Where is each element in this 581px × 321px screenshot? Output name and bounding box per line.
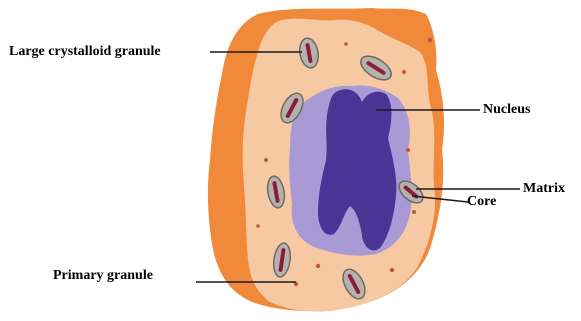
small-granule [402, 70, 406, 74]
small-granule [344, 42, 348, 46]
small-granule [390, 268, 394, 272]
nucleus-label: Nucleus [483, 102, 530, 118]
small-granule [428, 38, 432, 42]
primary-granule-label: Primary granule [53, 268, 153, 284]
small-granule [406, 148, 410, 152]
matrix-label: Matrix [523, 181, 565, 197]
small-granule [264, 158, 268, 162]
core-label: Core [467, 194, 496, 210]
small-granule [316, 264, 320, 268]
large-crystalloid-granule-label: Large crystalloid granule [9, 44, 161, 60]
small-granule [412, 210, 416, 214]
small-granule [256, 224, 260, 228]
